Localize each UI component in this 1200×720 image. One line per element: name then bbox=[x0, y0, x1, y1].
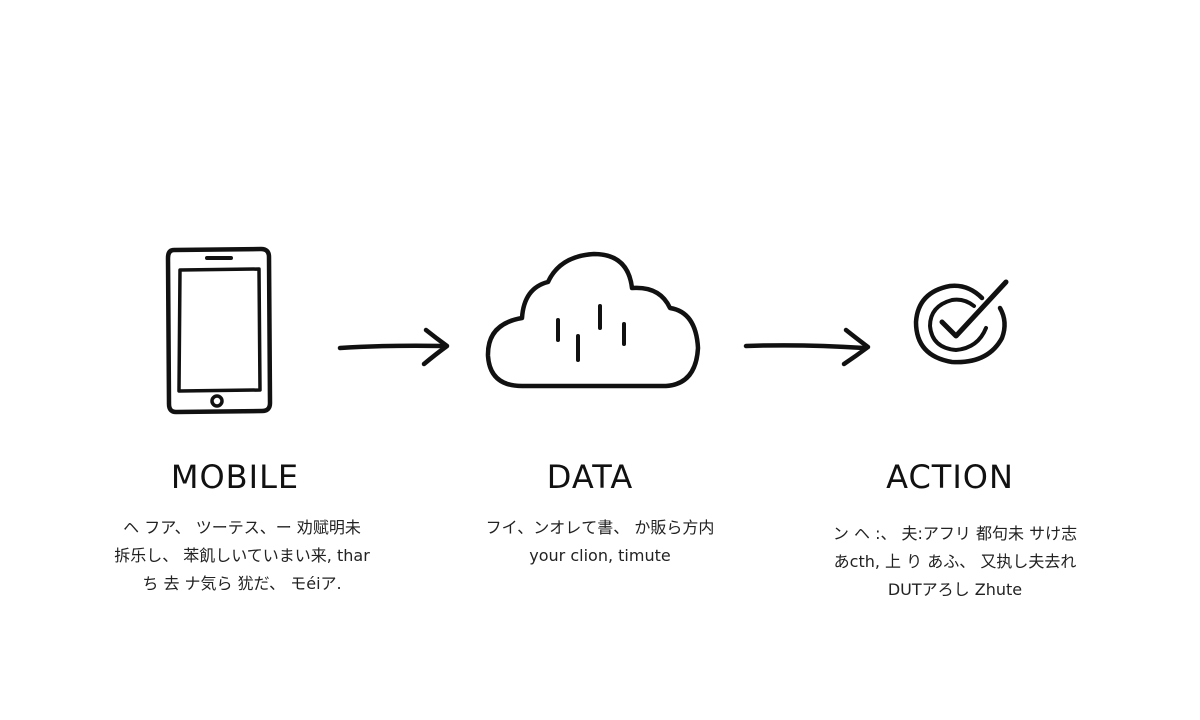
description-line: ち 去 ナ気ら 犹だ、 モéiア. bbox=[142, 574, 342, 593]
step-description-data: フイ、ンオレて書、 か販ら方内 your clion, timute bbox=[440, 514, 760, 570]
smartphone-icon bbox=[165, 246, 273, 415]
step-description-action: ン ヘ :、 夫:アフリ 都句未 サけ志 あcth, 上 り あふ、 又执し夫去… bbox=[795, 520, 1115, 604]
description-line: 拆乐し、 苯飢しいていまい来, thar bbox=[114, 546, 370, 565]
description-line: あcth, 上 り あふ、 又执し夫去れ bbox=[833, 552, 1077, 571]
description-line: ヘ フア、 ツーテス、ー 劝赋明未 bbox=[123, 518, 361, 537]
step-description-mobile: ヘ フア、 ツーテス、ー 劝赋明未 拆乐し、 苯飢しいていまい来, thar ち… bbox=[82, 514, 402, 598]
description-line: ン ヘ :、 夫:アフリ 都句未 サけ志 bbox=[832, 524, 1078, 543]
step-title-mobile: MOBILE bbox=[170, 458, 300, 496]
cloud-data-icon bbox=[485, 251, 701, 389]
description-line: DUTアろし Zhute bbox=[887, 580, 1023, 599]
arrow-right-icon bbox=[337, 327, 450, 367]
description-line: your clion, timute bbox=[529, 546, 671, 565]
checkmark-circle-icon bbox=[913, 279, 1009, 365]
step-title-data: DATA bbox=[546, 458, 634, 496]
step-title-action: ACTION bbox=[886, 458, 1014, 496]
description-line: フイ、ンオレて書、 か販ら方内 bbox=[485, 518, 715, 537]
arrow-right-icon bbox=[743, 327, 871, 367]
